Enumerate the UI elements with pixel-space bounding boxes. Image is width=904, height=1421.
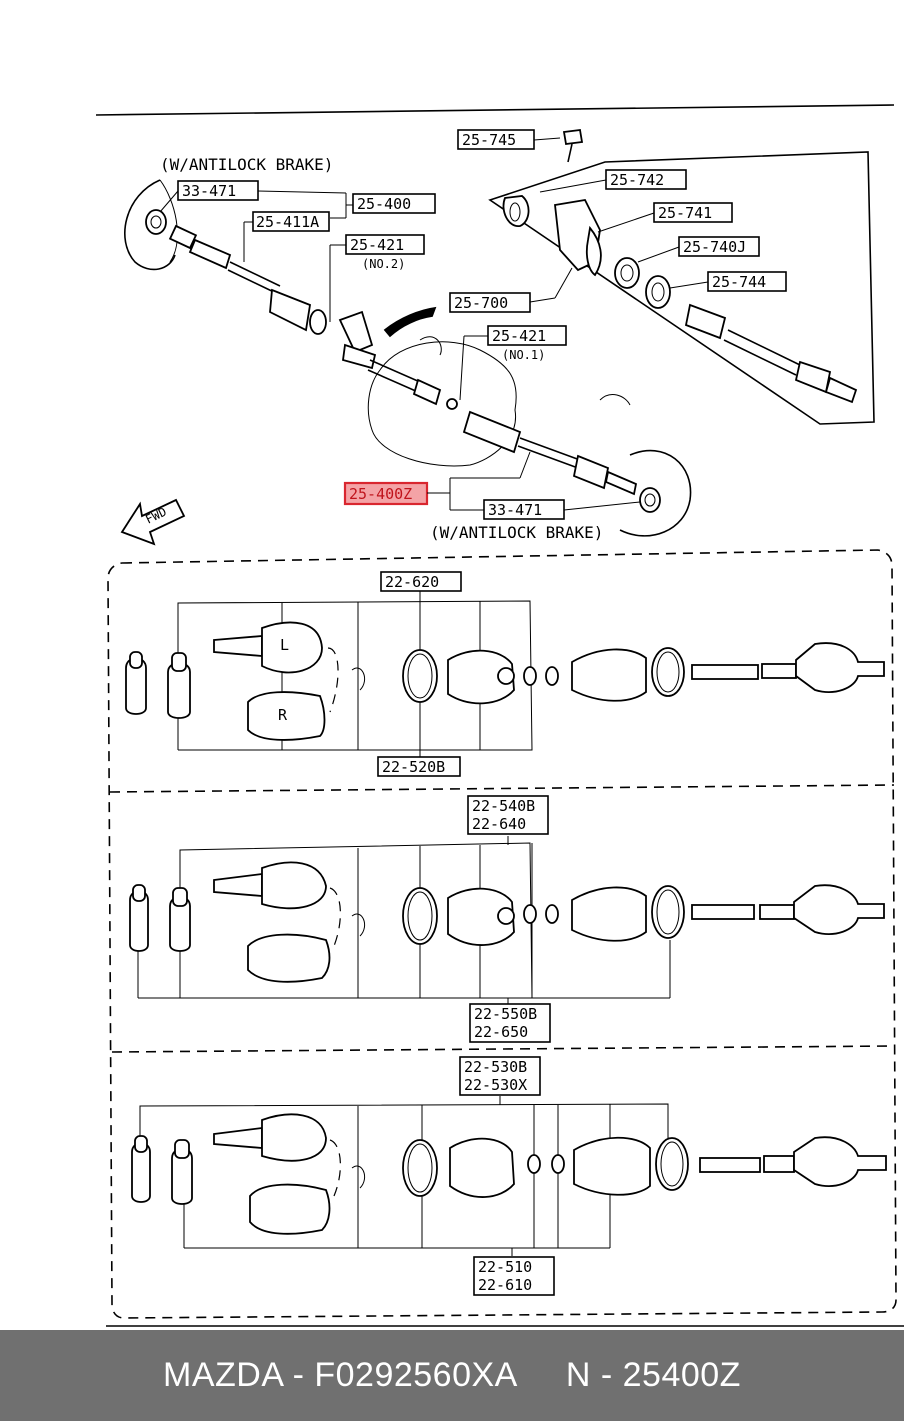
panel-3-parts (131, 1096, 887, 1256)
label-22-510-22-610: 22-510 22-610 (473, 1256, 555, 1296)
panel-1-parts: L R (125, 590, 885, 758)
svg-text:25-400Z: 25-400Z (349, 485, 412, 503)
panel-divider-2 (111, 1045, 895, 1053)
svg-text:25-742: 25-742 (610, 171, 664, 189)
label-22-530B-22-530X: 22-530B 22-530X (459, 1056, 541, 1096)
intermediate-shaft-inset (488, 128, 875, 425)
caption-bar: MAZDA - F0292560XA N - 25400Z (0, 1330, 904, 1421)
label-25-421-no2: 25-421 (345, 234, 425, 255)
right-driveshaft (367, 359, 638, 496)
svg-text:22-530X: 22-530X (464, 1076, 527, 1094)
label-22-540B-22-640: 22-540B 22-640 (467, 795, 549, 835)
svg-text:33-471: 33-471 (488, 501, 542, 519)
label-25-744: 25-744 (707, 271, 787, 292)
svg-text:25-740J: 25-740J (683, 238, 746, 256)
svg-text:25-741: 25-741 (658, 204, 712, 222)
svg-text:22-650: 22-650 (474, 1023, 528, 1041)
svg-text:25-421: 25-421 (492, 327, 546, 345)
label-22-620: 22-620 (380, 571, 462, 592)
svg-text:22-620: 22-620 (385, 573, 439, 591)
brand-part-number: MAZDA - F0292560XA (163, 1356, 518, 1394)
fwd-arrow: FWD (120, 498, 186, 546)
center-bracket (338, 306, 437, 370)
no1-note: (NO.1) (502, 348, 545, 362)
svg-text:25-411A: 25-411A (256, 213, 319, 231)
label-22-550B-22-650: 22-550B 22-650 (469, 1003, 551, 1043)
kit-outline (107, 549, 897, 1319)
svg-text:22-540B: 22-540B (472, 797, 535, 815)
top-rule (95, 104, 895, 116)
left-driveshaft (168, 224, 327, 335)
label-22-520B: 22-520B (377, 756, 461, 777)
svg-text:22-640: 22-640 (472, 815, 526, 833)
svg-text:33-471: 33-471 (182, 182, 236, 200)
label-25-700: 25-700 (449, 292, 531, 313)
label-25-740J: 25-740J (678, 236, 760, 257)
right-hub (599, 394, 692, 537)
panel-divider-1 (109, 784, 895, 793)
transaxle (367, 336, 517, 467)
svg-text:22-530B: 22-530B (464, 1058, 527, 1076)
svg-text:22-510: 22-510 (478, 1258, 532, 1276)
label-25-411A: 25-411A (252, 211, 330, 232)
antilock-note-top: (W/ANTILOCK BRAKE) (160, 155, 333, 174)
label-25-742: 25-742 (605, 169, 687, 190)
panel-2-parts (129, 836, 885, 1004)
svg-text:25-421: 25-421 (350, 236, 404, 254)
svg-text:25-744: 25-744 (712, 273, 766, 291)
left-hub (124, 179, 178, 271)
no2-note: (NO.2) (362, 257, 405, 271)
reference-number: N - 25400Z (565, 1356, 741, 1394)
svg-text:25-745: 25-745 (462, 131, 516, 149)
antilock-note-bottom: (W/ANTILOCK BRAKE) (430, 523, 603, 542)
joint-l-label: L (280, 636, 289, 654)
exploded-parts-diagram: FWD 25-745 25-742 25-741 25-740J 25-744 … (95, 104, 904, 1327)
svg-text:25-400: 25-400 (357, 195, 411, 213)
label-25-421-no1: 25-421 (487, 325, 567, 346)
joint-r-label: R (278, 706, 288, 724)
svg-text:22-550B: 22-550B (474, 1005, 537, 1023)
label-25-745: 25-745 (457, 129, 535, 150)
label-33-471-top: 33-471 (177, 180, 259, 201)
label-25-741: 25-741 (653, 202, 733, 223)
svg-text:22-610: 22-610 (478, 1276, 532, 1294)
svg-text:22-520B: 22-520B (382, 758, 445, 776)
label-33-471-bottom: 33-471 (483, 499, 565, 520)
label-25-400: 25-400 (352, 193, 436, 214)
label-25-400Z-highlighted: 25-400Z (343, 481, 429, 506)
svg-text:25-700: 25-700 (454, 294, 508, 312)
